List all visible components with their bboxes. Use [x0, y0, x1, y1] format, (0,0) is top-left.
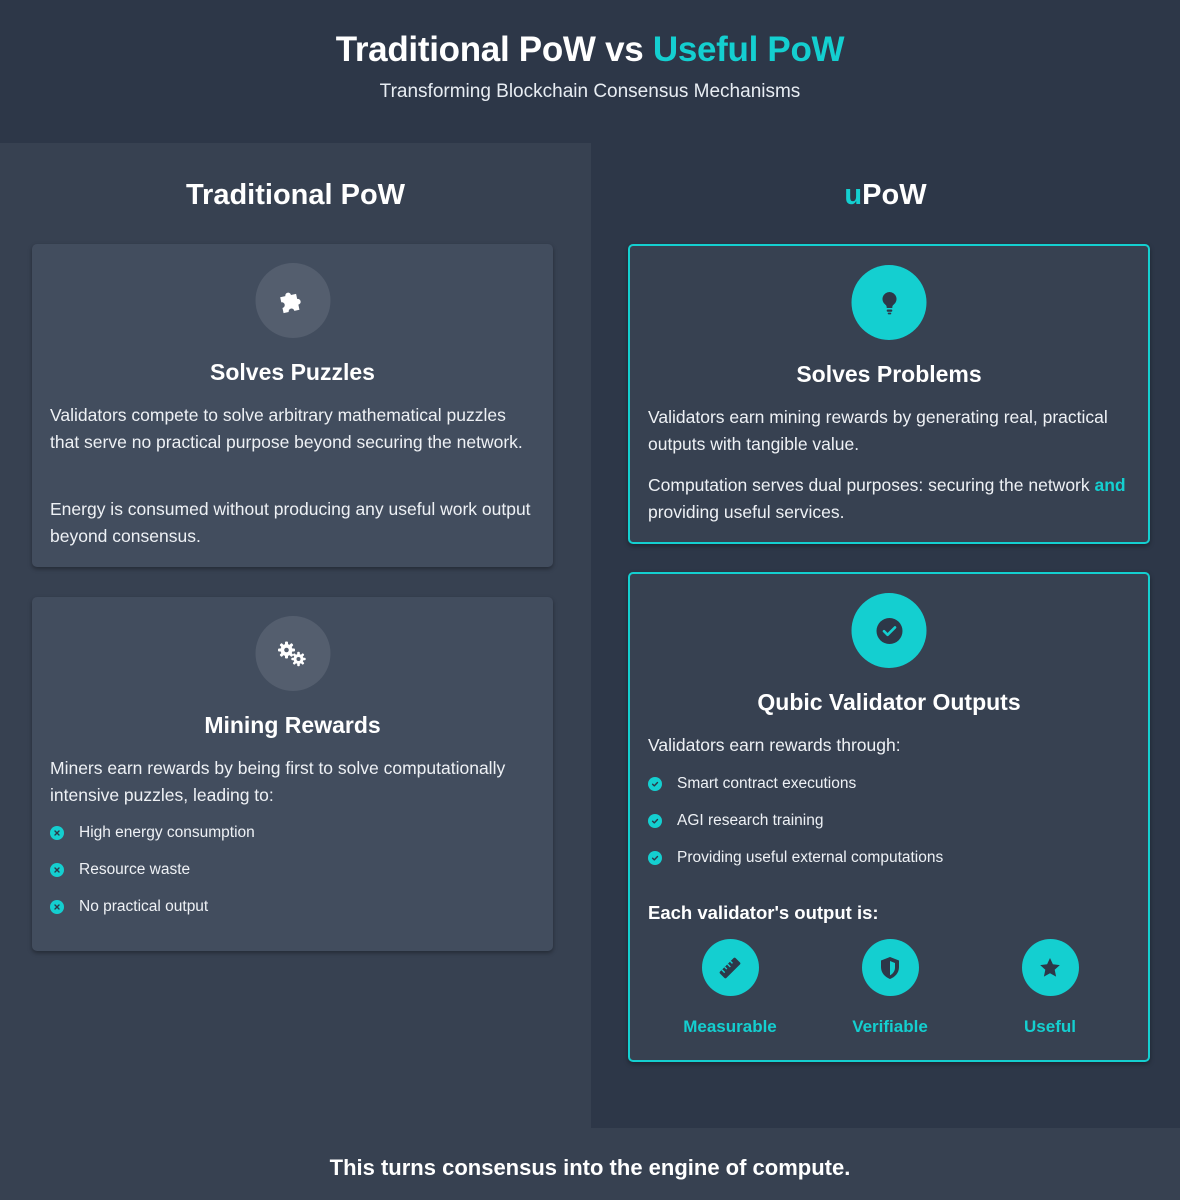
qubic-validator-outputs-title: Qubic Validator Outputs — [757, 689, 1021, 715]
list-item-label: AGI research training — [677, 812, 824, 830]
traditional-pow-column: Traditional PoW Solves Puzzles Validator… — [0, 143, 591, 1128]
traditional-pow-heading: Traditional PoW — [185, 179, 406, 211]
upow-heading-rest: PoW — [862, 179, 927, 211]
ruler-icon — [701, 939, 759, 996]
x-circle-icon — [50, 863, 64, 878]
feature-useful: Useful — [970, 939, 1130, 1037]
footer-statement: This turns consensus into the engine of … — [329, 1155, 851, 1180]
puzzle-piece-icon — [255, 263, 330, 338]
page-footer: This turns consensus into the engine of … — [0, 1128, 1180, 1200]
check-circle-icon — [648, 814, 662, 829]
check-circle-icon — [648, 777, 662, 792]
check-circle-icon — [851, 593, 927, 668]
solves-puzzles-card: Solves Puzzles Validators compete to sol… — [32, 244, 553, 567]
lightbulb-icon — [851, 265, 927, 340]
mining-rewards-title: Mining Rewards — [204, 712, 381, 738]
mining-rewards-text: Miners earn rewards by being first to so… — [50, 758, 506, 805]
x-circle-icon — [50, 899, 64, 914]
solves-problems-title: Solves Problems — [796, 361, 982, 387]
list-item-label: No practical output — [79, 897, 209, 915]
list-item: Smart contract executions — [648, 766, 1130, 803]
list-item-label: Resource waste — [79, 861, 191, 879]
mining-rewards-list: High energy consumption Resource waste N… — [50, 815, 535, 925]
x-circle-icon — [50, 826, 64, 841]
check-circle-icon — [648, 850, 662, 865]
solves-puzzles-text-1: Validators compete to solve arbitrary ma… — [50, 405, 523, 452]
feature-label: Verifiable — [852, 1017, 928, 1036]
output-heading: Each validator's output is: — [648, 902, 879, 923]
page-subtitle: Transforming Blockchain Consensus Mechan… — [379, 81, 801, 102]
gears-icon — [255, 616, 330, 691]
list-item: High energy consumption — [50, 815, 535, 852]
title-part-useful: Useful PoW — [652, 30, 845, 69]
upow-column: uPoW Solves Problems Validators earn min… — [591, 143, 1180, 1128]
feature-measurable: Measurable — [650, 939, 810, 1037]
mining-rewards-card: Mining Rewards Miners earn rewards by be… — [32, 597, 553, 951]
page-title: Traditional PoW vs Useful PoW — [0, 30, 1180, 70]
text-segment: Computation serves dual purposes: securi… — [648, 475, 1095, 495]
list-item-label: High energy consumption — [79, 824, 255, 842]
upow-heading: uPoW — [591, 179, 1180, 212]
list-item-label: Providing useful external computations — [677, 848, 944, 866]
feature-label: Useful — [1024, 1017, 1076, 1036]
shield-icon — [861, 939, 919, 996]
upow-heading-accent: u — [844, 179, 863, 211]
qubic-validator-outputs-card: Qubic Validator Outputs Validators earn … — [628, 572, 1150, 1062]
solves-problems-text-2: Computation serves dual purposes: securi… — [648, 472, 1130, 525]
highlight-and: and — [1094, 475, 1126, 495]
title-part-traditional: Traditional PoW vs — [335, 30, 653, 69]
list-item: Providing useful external computations — [648, 839, 1130, 876]
validator-rewards-list: Smart contract executions AGI research t… — [648, 766, 1130, 876]
text-segment: providing useful services. — [648, 501, 845, 522]
list-item-label: Smart contract executions — [677, 775, 857, 793]
solves-puzzles-text-2: Energy is consumed without producing any… — [50, 499, 531, 546]
solves-problems-text-1: Validators earn mining rewards by genera… — [648, 407, 1108, 454]
feature-label: Measurable — [683, 1017, 777, 1036]
solves-puzzles-title: Solves Puzzles — [210, 359, 375, 385]
qubic-validator-intro: Validators earn rewards through: — [648, 735, 901, 755]
list-item: Resource waste — [50, 852, 535, 889]
solves-problems-card: Solves Problems Validators earn mining r… — [628, 244, 1150, 544]
list-item: AGI research training — [648, 803, 1130, 840]
list-item: No practical output — [50, 888, 535, 925]
star-icon — [1021, 939, 1079, 996]
feature-verifiable: Verifiable — [810, 939, 970, 1037]
page-header: Traditional PoW vs Useful PoW Transformi… — [0, 0, 1180, 143]
